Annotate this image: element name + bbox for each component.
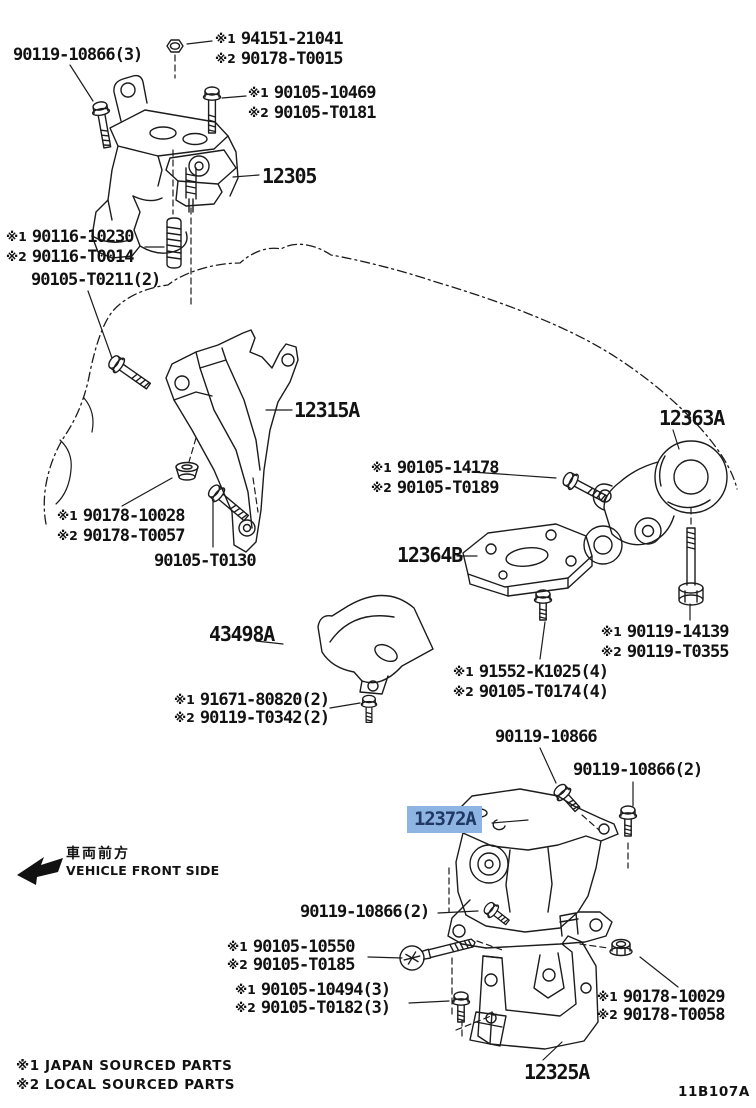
vehicle-front-label-en: VEHICLE FRONT SIDE [66,863,220,878]
callout-12372a-highlighted[interactable]: 12372A [407,806,483,833]
callout-90119-10866[interactable]: 90119-10866 [495,727,598,747]
bolt-90119-10866-icon [550,780,585,816]
legend-local-sourced: ※2 LOCAL SOURCED PARTS [16,1077,236,1093]
callout-12364b[interactable]: 12364B [397,543,463,567]
diagram-code: 11B107A [678,1084,750,1100]
callout-12325a[interactable]: 12325A [524,1060,590,1084]
plug-90178-10028-icon [175,461,199,481]
callout-12315a[interactable]: 12315A [294,398,360,422]
part-12372a-drawing [447,788,619,1047]
legend-japan-sourced: ※1 JAPAN SOURCED PARTS [16,1058,233,1074]
callout-12363a[interactable]: 12363A [659,406,725,430]
bolt-90119-10866x2-lower-icon [480,899,513,930]
nut-90178-10029-icon [609,938,633,957]
engine-outline [43,243,738,525]
part-12364b-drawing [462,523,623,597]
engine-outline-detail [55,397,94,505]
leader-lines [69,40,691,1061]
vehicle-front-label-jp: 車両前方 [66,846,130,862]
bolt-90105-10494-icon [451,991,471,1023]
part-12363a-drawing [592,440,728,546]
bolt-90119-10866x2-upper-icon [618,805,638,837]
bolt-90105-t0211-icon [105,352,154,394]
assembly-dashed-lines [172,54,692,1037]
stud-90116-icon [166,217,182,269]
part-43498a-drawing [317,594,434,695]
callout-90105-t0130[interactable]: 90105-T0130 [154,551,257,571]
part-12325a-drawing [477,912,599,1050]
vehicle-front-arrow-icon [17,857,63,885]
bolt-90105-14178-icon [559,468,610,507]
bolt-90119-14139-drawing [678,527,704,606]
bolt-91671-icon [360,694,378,724]
callout-43498a[interactable]: 43498A [209,622,275,646]
nut-94151-icon [166,39,184,53]
part-12305-drawing [91,74,239,259]
callout-90105-t0211[interactable]: 90105-T0211(2) [31,270,161,290]
callout-90119-10866-3[interactable]: 90119-10866(3) [13,45,143,65]
callout-90119-10866-2-upper[interactable]: 90119-10866(2) [573,760,703,780]
callout-12305[interactable]: 12305 [262,164,317,188]
callout-90119-10866-2-lower[interactable]: 90119-10866(2) [300,902,430,922]
bolt-90105-10550-icon [396,929,479,974]
part-12315a-drawing [165,329,299,553]
bolt-91552-icon [533,589,553,621]
bolt-90119-10866x3-icon [90,99,117,150]
